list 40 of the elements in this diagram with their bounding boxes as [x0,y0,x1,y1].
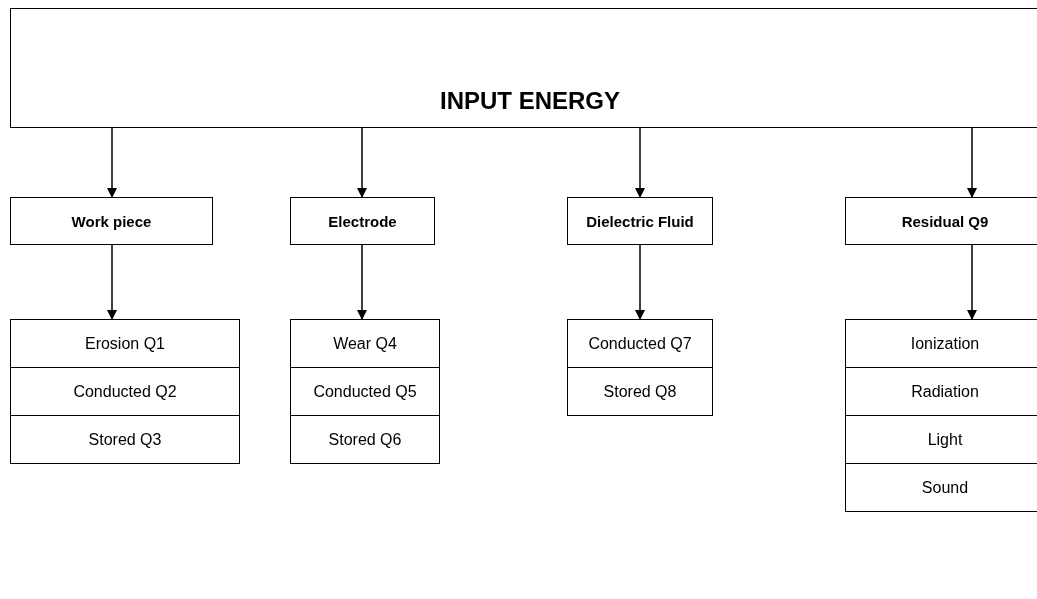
item-box [845,319,1037,368]
item-box [290,367,440,416]
item-box [845,463,1037,512]
category-box [845,197,1037,245]
category-box [10,197,213,245]
item-box [10,415,240,464]
arrow [107,127,117,198]
arrow [967,127,977,198]
box-label: Sound [921,478,969,497]
box-label: Ionization [910,334,980,353]
arrow [107,244,117,320]
item-box [290,319,440,368]
box-label: Conducted Q7 [588,334,692,353]
arrow [357,127,367,198]
box-label: Residual Q9 [901,212,989,230]
category-box [290,197,435,245]
item-box [10,367,240,416]
box-label: Stored Q3 [88,430,162,449]
box-label: Conducted Q2 [73,382,177,401]
box-label: Wear Q4 [333,334,397,353]
box-label: Radiation [911,382,979,401]
box-label: Light [927,430,963,449]
arrow [357,244,367,320]
item-box [567,319,713,368]
box-label: Conducted Q5 [313,382,417,401]
title-box [10,8,1037,128]
box-label: Work piece [71,212,152,230]
item-box [567,367,713,416]
item-box [10,319,240,368]
category-box [567,197,713,245]
arrow [635,244,645,320]
box-label: Dielectric Fluid [586,212,694,230]
box-label: Stored Q6 [328,430,402,449]
box-label: Erosion Q1 [84,334,165,353]
arrow [635,127,645,198]
box-label: Stored Q8 [603,382,677,401]
box-label: INPUT ENERGY [440,87,620,115]
item-box [290,415,440,464]
arrow [967,244,977,320]
box-label: Electrode [328,212,397,230]
